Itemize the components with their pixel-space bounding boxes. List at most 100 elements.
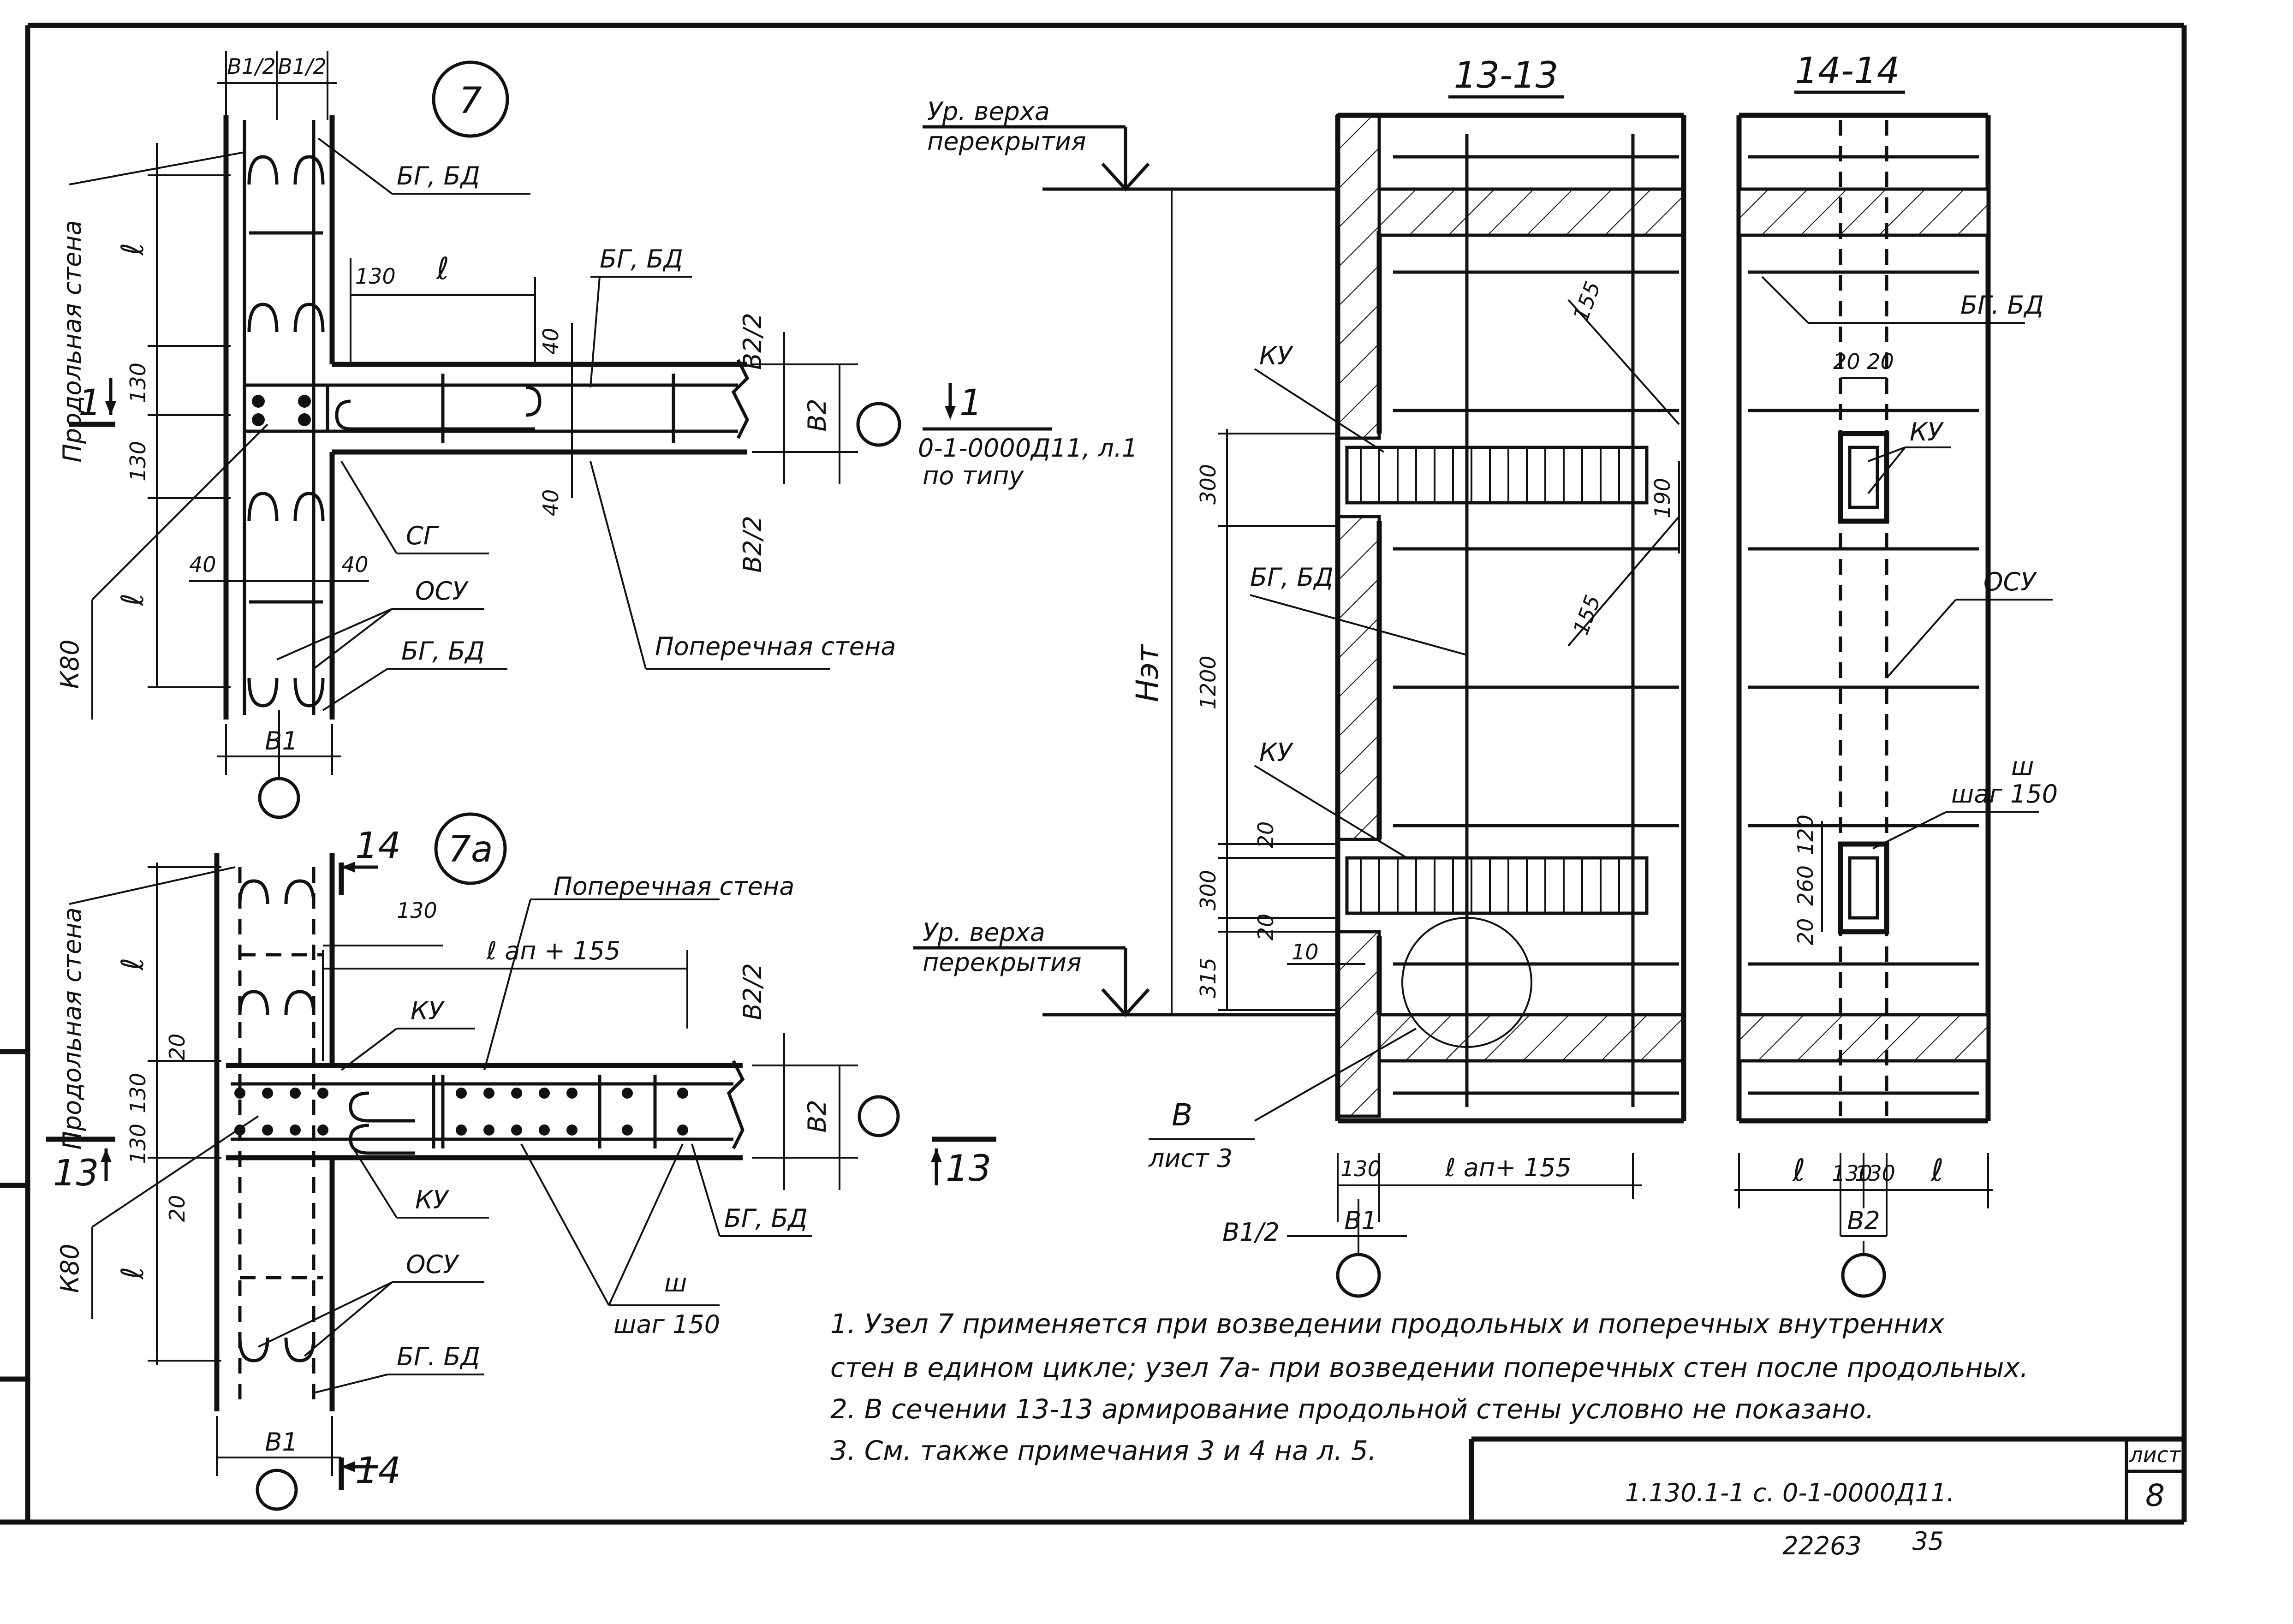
node7a-label-step: шаг 150 xyxy=(613,1310,720,1339)
section14-dim-l-left: ℓ xyxy=(1792,1153,1805,1188)
section14-title: 14-14 xyxy=(1795,50,1900,92)
node7-dim-l: ℓ xyxy=(436,251,449,286)
node7-vdim-130-b: 130 xyxy=(125,441,150,482)
title-block-sheet-label: лист xyxy=(2129,1442,2181,1467)
node7-label-osu: ОСУ xyxy=(415,577,469,606)
node7-long-wall-label: Продольная стена xyxy=(58,220,87,462)
node7a-vdim-130-a: 130 xyxy=(125,1073,150,1113)
axis-marker-b2 xyxy=(856,402,901,447)
node7a-label-ku-top: КУ xyxy=(411,996,445,1025)
node7-dim-130: 130 xyxy=(355,264,396,289)
axis-marker-b1 xyxy=(258,777,300,819)
section13-dim-b1: B1 xyxy=(1344,1206,1377,1235)
axis-marker-7a-b1 xyxy=(256,1469,298,1511)
node7a-section-13-left: 13 xyxy=(53,1153,99,1194)
section13-dim-1200: 1200 xyxy=(1196,655,1221,709)
section14-dims-20: 20 20 xyxy=(1833,349,1894,374)
node7a-section-14-top: 14 xyxy=(355,825,401,867)
node7a-section-13-right: 13 xyxy=(946,1148,991,1190)
section13-dim-lap: ℓ ап+ 155 xyxy=(1445,1153,1571,1182)
node7-ref-doc: 0-1-0000Д11, л.1 xyxy=(918,434,1138,463)
node7a-label-sh: ш xyxy=(664,1268,687,1297)
node7-label-sg: СГ xyxy=(406,521,439,550)
title-block-designation: 1.130.1-1 с. 0-1-0000Д11. xyxy=(1625,1478,1954,1507)
title-block-sheet-number: 8 xyxy=(2145,1478,2165,1513)
note-line-4: 3. См. также примечания 3 и 4 на л. 5. xyxy=(830,1435,1376,1466)
node7-label-k80: К80 xyxy=(55,639,84,689)
axis-marker-7a-b2 xyxy=(858,1095,900,1137)
section13-level-top-1: Ур. верха xyxy=(927,97,1050,126)
section13-dim-190: 190 xyxy=(1650,478,1675,518)
node7-vdim-l-top: ℓ xyxy=(115,243,150,256)
section13-level-top-2: перекрытия xyxy=(927,127,1086,156)
node7a-rebar-dots xyxy=(234,1088,688,1136)
node7a-label-cross-wall: Поперечная стена xyxy=(554,872,794,901)
section14-axis-marker xyxy=(1841,1253,1886,1298)
node7a-label-ku-bot: КУ xyxy=(415,1185,449,1214)
node-7a-number: 7а xyxy=(448,829,493,870)
node7a-dim-lap: ℓ ап + 155 xyxy=(486,936,621,965)
node7a-dim-20-b: 20 xyxy=(165,1195,190,1222)
node7a-label-bg-bd-mid: БГ, БД xyxy=(724,1204,808,1233)
node7a-long-wall-label: Продольная стена xyxy=(58,907,87,1149)
section13-dim-155-a: 155 xyxy=(1568,278,1606,325)
node7-dim-b2-half-bot: B2/2 xyxy=(738,516,767,573)
note-line-3: 2. В сечении 13-13 армирование продольно… xyxy=(830,1393,1874,1425)
node7-label-cross-wall: Поперечная стена xyxy=(655,632,896,661)
notes-block: 1. Узел 7 применяется при возведении про… xyxy=(830,1308,2028,1466)
section13-level-bot-2: перекрытия xyxy=(923,948,1082,977)
section13-callout: В xyxy=(1172,1097,1192,1133)
node7-section-mark: 1 xyxy=(78,382,101,424)
section13-callout-circle xyxy=(1401,917,1532,1048)
section14-label-osu: ОСУ xyxy=(1983,567,2037,596)
section13-callout-sheet: лист 3 xyxy=(1148,1144,1233,1173)
node-7a-detail: 7а xyxy=(46,812,996,1511)
section14-label-step: шаг 150 xyxy=(1951,779,2058,809)
section13-dim-b1-half: B1/2 xyxy=(1222,1218,1280,1247)
node7a-label-bg-bd-bot: БГ. БД xyxy=(397,1342,480,1371)
node7-dim-b2: B2 xyxy=(803,399,832,431)
section14-label-ku: КУ xyxy=(1910,417,1944,446)
section13-floor-height: Нэт xyxy=(1130,643,1165,702)
section14-dim-130-a: 130 xyxy=(1832,1161,1872,1186)
title-block: 1.130.1-1 с. 0-1-0000Д11. лист 8 xyxy=(1469,1436,2184,1522)
node7a-section-14-bottom: 14 xyxy=(355,1450,401,1492)
section13-axis-marker xyxy=(1336,1253,1381,1298)
footer: 22263 35 xyxy=(1782,1527,1944,1560)
section13-dim-20-a: 20 xyxy=(1253,821,1278,849)
section14-dim-20: 20 xyxy=(1793,918,1818,946)
section14-label-bg-bd: БГ. БД xyxy=(1960,291,2044,320)
node7a-label-k80: К80 xyxy=(55,1243,84,1293)
node7a-label-osu: ОСУ xyxy=(406,1250,459,1279)
node7-vdim-l-bot: ℓ xyxy=(115,593,150,606)
section14-label-sh: ш xyxy=(2011,752,2034,781)
section13-dim-10: 10 xyxy=(1292,940,1319,964)
section13-label-bg-bd: БГ, БД xyxy=(1250,563,1334,592)
section13-label-ku-top: КУ xyxy=(1259,341,1293,370)
node7-label-bg-bd-bot: БГ, БД xyxy=(401,637,485,666)
section14-dim-b2: B2 xyxy=(1847,1206,1880,1235)
section14-dim-120: 120 xyxy=(1793,815,1818,855)
section14-dim-260: 260 xyxy=(1793,865,1818,906)
node7a-vdim-l-bot: ℓ xyxy=(115,1267,150,1279)
section13-title: 13-13 xyxy=(1454,55,1559,96)
section13-dim-130: 130 xyxy=(1340,1156,1381,1181)
section13-ku-mesh-ticks xyxy=(1360,447,1620,913)
footer-code: 22263 xyxy=(1782,1531,1862,1560)
node-7a-marker xyxy=(434,812,507,885)
node-7-number: 7 xyxy=(459,80,482,122)
node7-ref-note: по типу xyxy=(923,461,1024,490)
footer-page: 35 xyxy=(1912,1527,1944,1556)
node-7-marker xyxy=(432,60,509,138)
node7-side-40-right: 40 xyxy=(341,552,369,577)
section-13-13: 13-13 Ур. верха перекрытия Ур. верха пер… xyxy=(913,55,1686,1298)
node7-dim-top-left: B1/2 xyxy=(227,54,276,79)
section13-dim-155-b: 155 xyxy=(1568,592,1606,638)
section13-dim-300-b: 300 xyxy=(1196,870,1221,910)
section13-dim-20-b: 20 xyxy=(1253,914,1278,941)
node7a-dim-130: 130 xyxy=(397,898,437,923)
section14-dim-130-b: 130 xyxy=(1855,1161,1895,1186)
node7-side-40-left: 40 xyxy=(189,552,216,577)
node7a-dim-b2: B2 xyxy=(803,1100,832,1132)
